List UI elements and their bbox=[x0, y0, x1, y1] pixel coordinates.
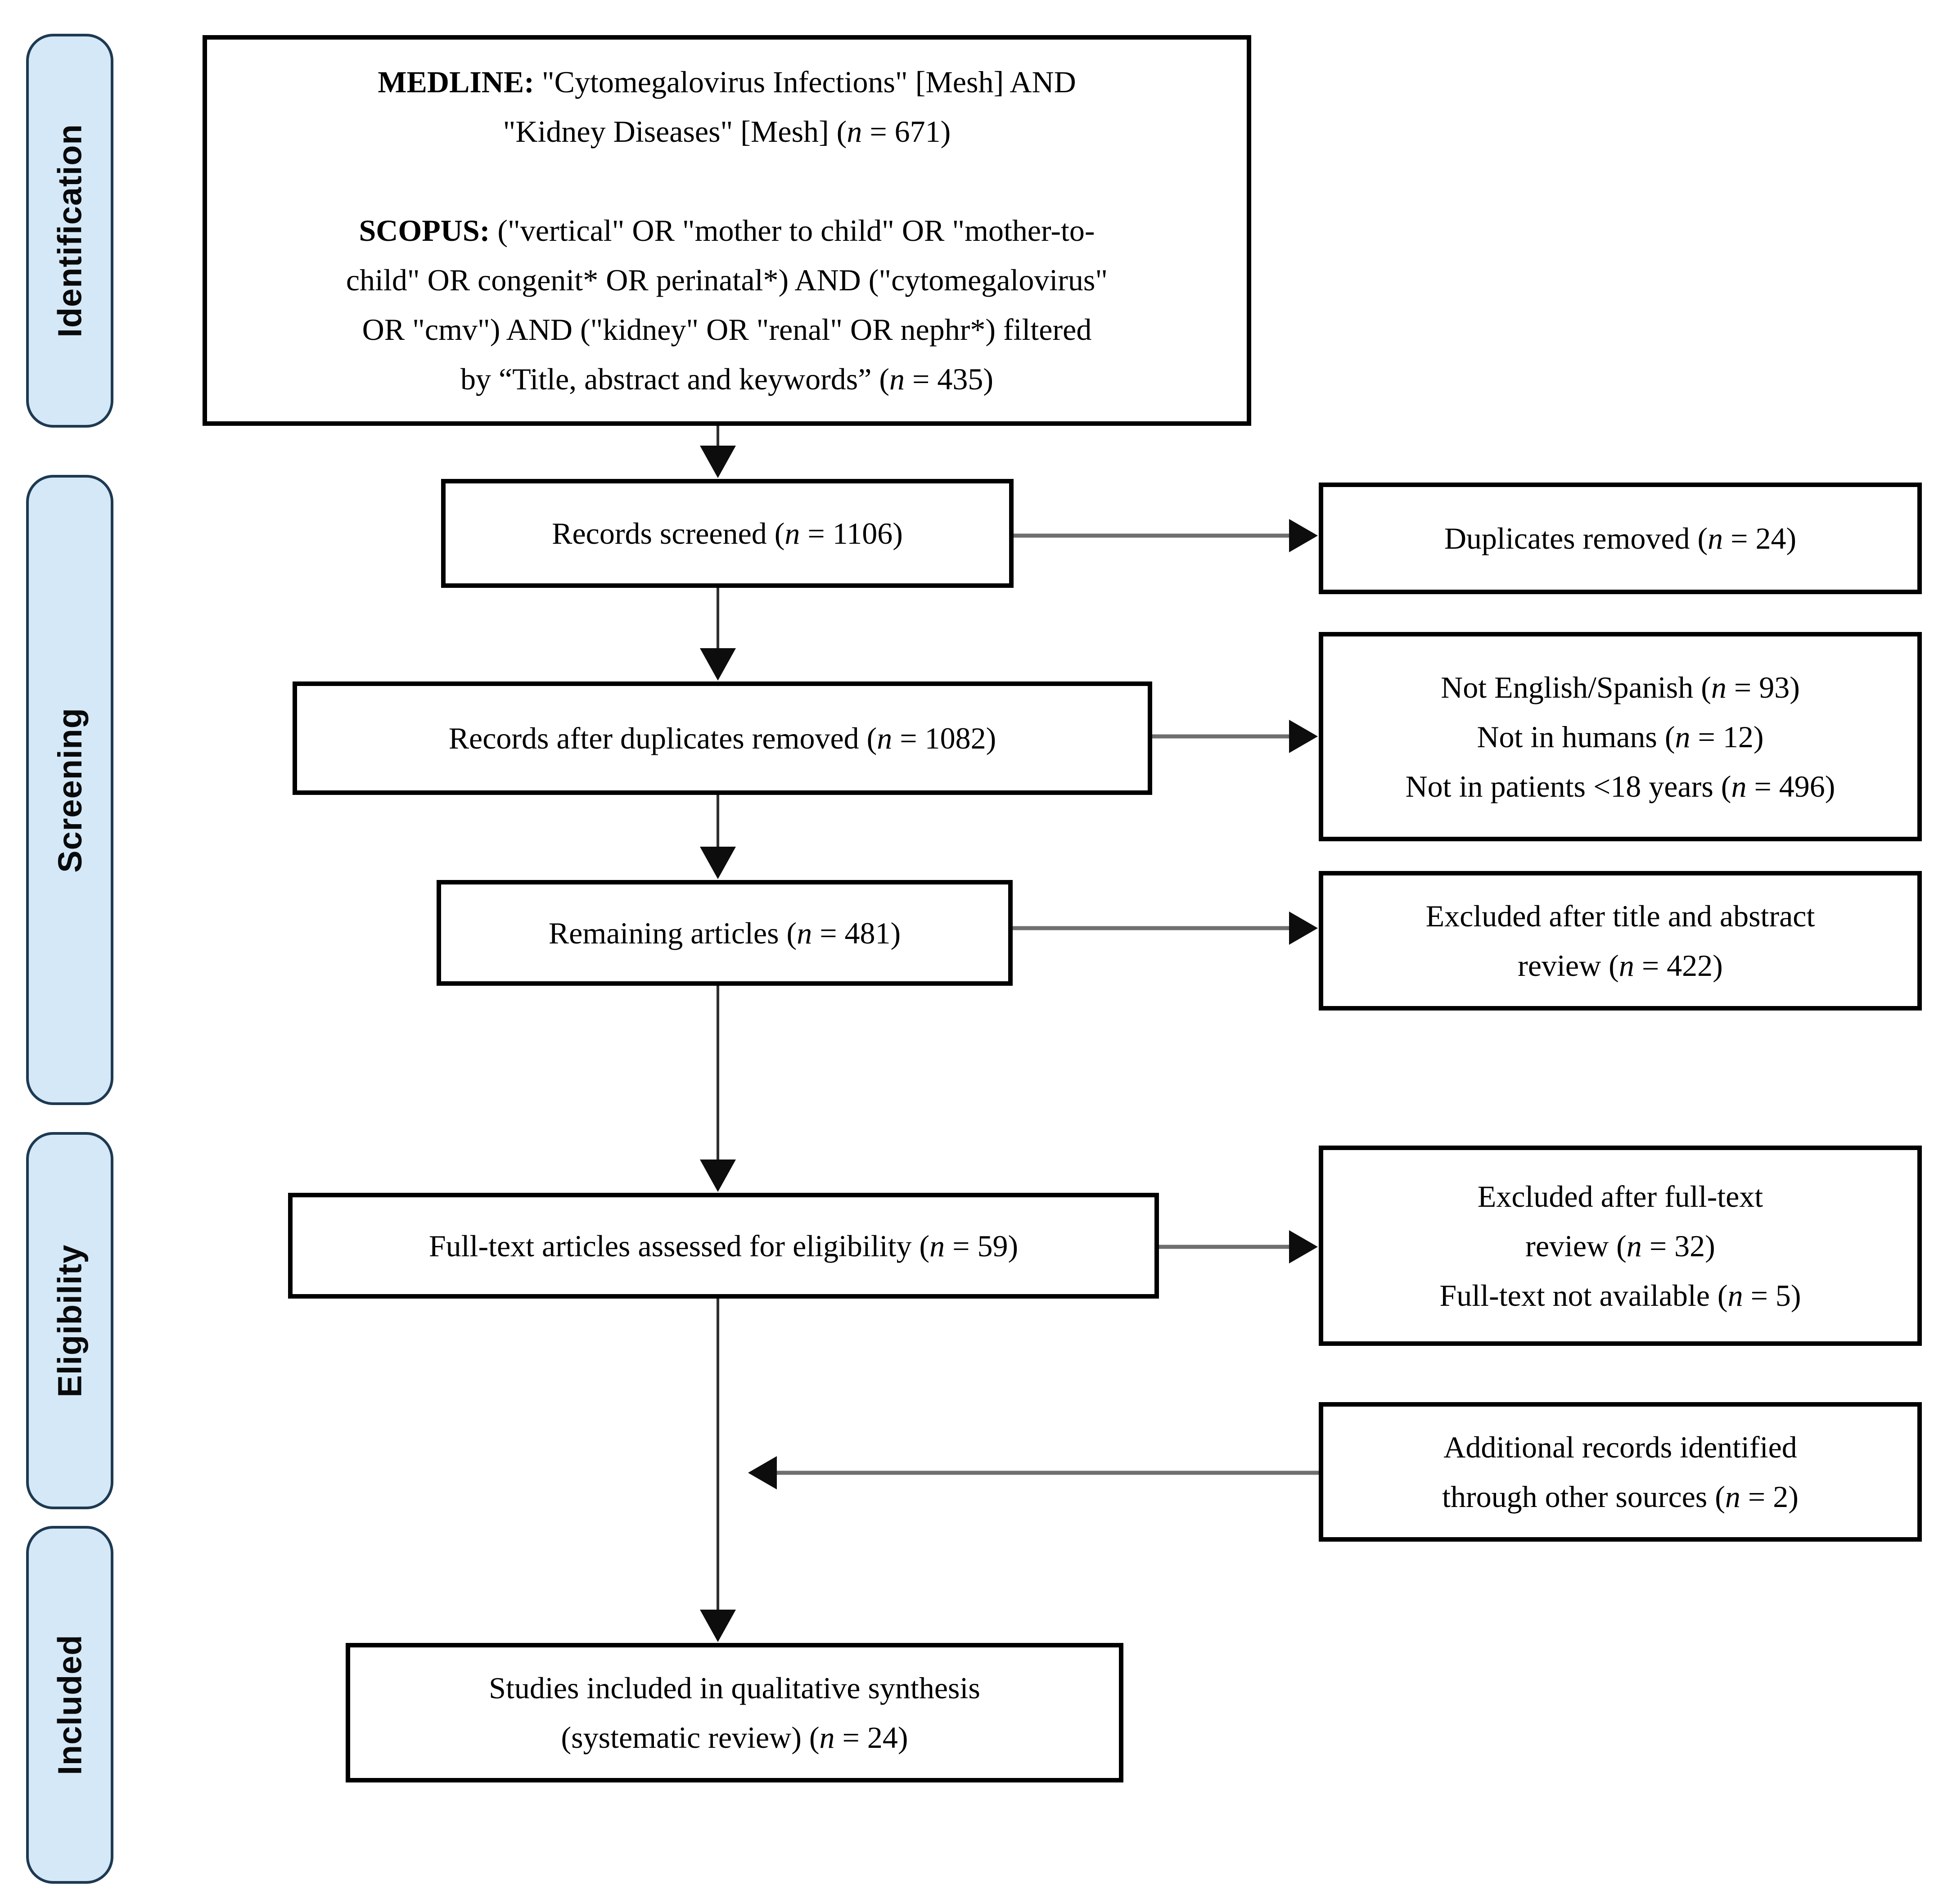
search-text-line: SCOPUS: ("vertical" OR "mother to child"… bbox=[359, 213, 1095, 248]
studies-included-box: Studies included in qualitative synthesi… bbox=[346, 1643, 1123, 1782]
not-english-text-line: Not in humans (n = 12) bbox=[1477, 719, 1764, 754]
arrow-search-to-screened bbox=[700, 426, 736, 478]
fulltext-assessed-box: Full-text articles assessed for eligibil… bbox=[288, 1193, 1159, 1299]
search-text-line: "Kidney Diseases" [Mesh] (n = 671) bbox=[503, 114, 951, 149]
stage-pill-screening: Screening bbox=[26, 475, 113, 1105]
not-english-text-line: Not English/Spanish (n = 93) bbox=[1441, 670, 1800, 704]
excluded-title-text-line: review (n = 422) bbox=[1518, 948, 1723, 983]
stage-label-included: Included bbox=[51, 1634, 89, 1775]
additional-text-line: Additional records identified bbox=[1443, 1430, 1797, 1464]
stage-label-eligibility: Eligibility bbox=[51, 1244, 89, 1397]
arrow-fulltext-to-exclfulltext bbox=[1159, 1230, 1318, 1263]
arrow-remaining-to-fulltext bbox=[700, 986, 736, 1192]
excluded-fulltext-box: Excluded after full-text review (n = 32) F… bbox=[1319, 1146, 1922, 1346]
records-screened-box: Records screened (n = 1106) bbox=[441, 479, 1014, 588]
qualitative-text-line: Studies included in qualitative synthesi… bbox=[489, 1671, 980, 1705]
not-english-text-line: Not in patients <18 years (n = 496) bbox=[1405, 769, 1835, 803]
duplicates-removed-box: Duplicates removed (n = 24) bbox=[1319, 483, 1922, 594]
stage-pill-included: Included bbox=[26, 1526, 113, 1884]
arrow-remaining-to-excltitle bbox=[1013, 911, 1318, 945]
arrow-screened-to-afterdup bbox=[700, 588, 736, 681]
stage-pill-eligibility: Eligibility bbox=[26, 1132, 113, 1509]
fulltext-text-line: Full-text articles assessed for eligibil… bbox=[428, 1228, 1019, 1263]
excluded-title-abstract-box: Excluded after title and abstract review … bbox=[1319, 871, 1922, 1011]
search-text-line bbox=[723, 156, 731, 206]
arrow-fulltext-to-qualitative bbox=[700, 1299, 736, 1642]
additional-text-line: through other sources (n = 2) bbox=[1442, 1480, 1799, 1514]
duplicates-text-line: Duplicates removed (n = 24) bbox=[1444, 521, 1797, 555]
excluded-fulltext-text-line: Full-text not available (n = 5) bbox=[1439, 1278, 1801, 1313]
excluded-fulltext-text-line: review (n = 32) bbox=[1525, 1228, 1715, 1263]
search-text-line: MEDLINE: "Cytomegalovirus Infections" [M… bbox=[378, 65, 1076, 99]
arrow-afterdup-to-notenglish bbox=[1152, 720, 1318, 753]
stage-pill-identification: Identification bbox=[26, 34, 113, 428]
arrow-afterdup-to-remaining bbox=[700, 795, 736, 879]
records-after-duplicates-box: Records after duplicates removed (n = 10… bbox=[293, 681, 1152, 795]
remaining-articles-box: Remaining articles (n = 481) bbox=[437, 880, 1013, 986]
arrow-screened-to-duplicates bbox=[1014, 519, 1318, 552]
database-search-box: MEDLINE: "Cytomegalovirus Infections" [M… bbox=[203, 35, 1251, 426]
additional-records-box: Additional records identified through oth… bbox=[1319, 1402, 1922, 1542]
stage-label-identification: Identification bbox=[51, 124, 89, 338]
search-text-line: child" OR congenit* OR perinatal*) AND (… bbox=[346, 263, 1108, 297]
arrow-additional-to-mainflow bbox=[748, 1456, 1319, 1489]
remaining-text-line: Remaining articles (n = 481) bbox=[548, 916, 901, 950]
after-duplicates-text-line: Records after duplicates removed (n = 10… bbox=[448, 721, 996, 755]
stage-label-screening: Screening bbox=[51, 707, 89, 873]
screened-text-line: Records screened (n = 1106) bbox=[552, 516, 903, 550]
search-text-line: OR "cmv") AND ("kidney" OR "renal" OR ne… bbox=[362, 312, 1092, 347]
qualitative-text-line: (systematic review) (n = 24) bbox=[561, 1720, 908, 1755]
excluded-title-text-line: Excluded after title and abstract bbox=[1425, 899, 1815, 933]
language-human-age-exclusions-box: Not English/Spanish (n = 93) Not in human… bbox=[1319, 632, 1922, 841]
excluded-fulltext-text-line: Excluded after full-text bbox=[1477, 1179, 1763, 1214]
search-text-line: by “Title, abstract and keywords” (n = 4… bbox=[460, 362, 994, 396]
